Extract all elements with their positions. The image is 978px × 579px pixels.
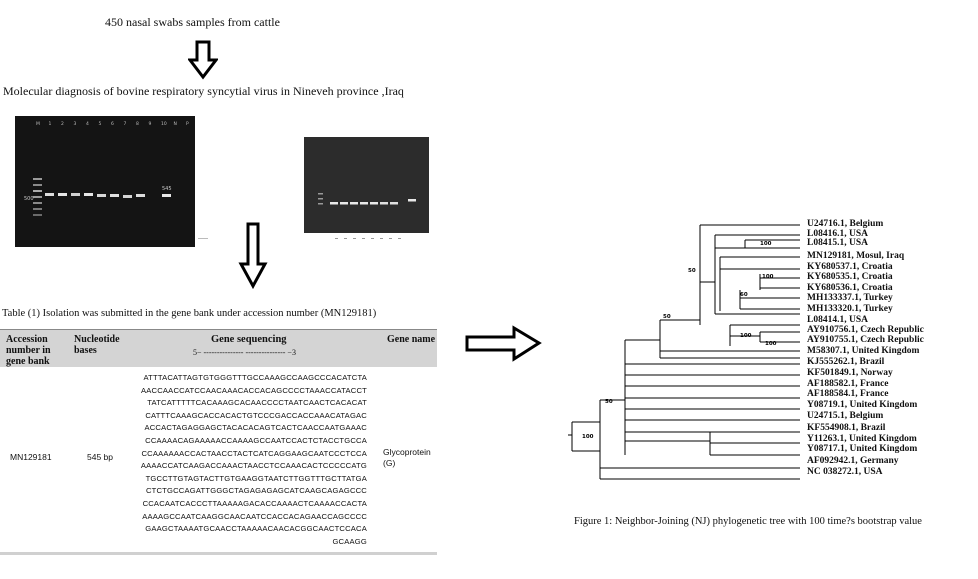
- tree-taxon-label: L08414.1, USA: [807, 315, 868, 325]
- header-sequence-direction: 5− --------------- --------------- −3: [193, 348, 296, 357]
- tree-taxon-label: Y08717.1, United Kingdom: [807, 444, 918, 454]
- sequence-line: TATCATTTTTCACAAAGCACAACCCCTAATCAACTCACAC…: [147, 398, 367, 408]
- samples-text: 450 nasal swabs samples from cattle: [105, 15, 280, 29]
- tree-taxon-label: KF501849.1, Norway: [807, 368, 893, 378]
- sequence-line: CCACAATCACCCTTAAAAAGACACCAAAACTCAAAACCAC…: [142, 498, 367, 508]
- lane-label: 10: [161, 121, 167, 127]
- phylogenetic-tree: 10050100506010010050100100: [568, 224, 800, 480]
- lane-labels: M 1 2 3 4 5 6 7 8 9 10 N P: [36, 121, 189, 127]
- bootstrap-value: 100: [765, 341, 777, 347]
- lane-label: P: [186, 121, 189, 127]
- tree-taxon-label: MN129181, Mosul, Iraq: [807, 251, 905, 261]
- lane-label: 9: [149, 121, 152, 127]
- bootstrap-value: 100: [760, 241, 772, 247]
- bootstrap-value: 100: [582, 434, 594, 440]
- down-arrow-icon: [188, 40, 218, 80]
- sequence-line: ACCACTAGAGGAGCTACACACAGTCACTCAACCAATGAAA…: [144, 423, 367, 433]
- tree-taxon-label: KF554908.1, Brazil: [807, 423, 886, 433]
- sequence-line: CTCTGCCAGATTGGGCTAGAGAGAGCATCAAGCAGAGCCC: [145, 486, 367, 496]
- lane-label: N: [174, 121, 177, 127]
- ladder-bands: [33, 178, 42, 216]
- lane-label: 4: [86, 121, 89, 127]
- scan-speck: [198, 238, 208, 239]
- gene-name-cell: Glycoprotein (G): [383, 447, 431, 468]
- diagnosis-text: Molecular diagnosis of bovine respirator…: [3, 84, 404, 98]
- bootstrap-value: 50: [663, 314, 671, 320]
- sequence-line: GAAGCTAAAATGCAACCTAAAAACAACACGGCAACTCCAC…: [145, 524, 367, 534]
- figure-caption: Figure 1: Neighbor-Joining (NJ) phylogen…: [574, 516, 922, 527]
- gel-2-bands: [318, 193, 416, 205]
- lane-label: 8: [136, 121, 139, 127]
- tree-taxon-label: AF188582.1, France: [807, 379, 889, 389]
- accession-cell: MN129181: [10, 452, 52, 462]
- lane-label: M: [36, 121, 40, 127]
- tree-branches: [568, 224, 800, 480]
- sequence-line: CATTTCAAAGCACCACACTGTCCCGACCACCAAACATAGA…: [145, 410, 367, 420]
- marker-label: 500: [24, 196, 34, 202]
- tree-taxon-label: U24716.1, Belgium: [807, 219, 884, 229]
- tree-taxon-label: MH133320.1, Turkey: [807, 304, 893, 314]
- tree-taxon-label: MH133337.1, Turkey: [807, 293, 893, 303]
- accession-table: Accession number in gene bank Nucleotide…: [0, 329, 437, 555]
- tree-taxon-label: KY680536.1, Croatia: [807, 283, 893, 293]
- header-gene-sequencing: Gene sequencing: [211, 334, 287, 345]
- gel-electrophoresis-image: M 1 2 3 4 5 6 7 8 9 10 N P 500 545: [15, 116, 195, 247]
- tree-taxon-label: AF092942.1, Germany: [807, 456, 899, 466]
- table-body: MN129181 545 bp ATTTACATTAGTGTGGGTTTGCCA…: [0, 367, 437, 555]
- down-arrow-icon: [238, 222, 268, 290]
- sequence-line: AACCAACCATCCAACAAACACCACAGCCCCTAAACCATAC…: [141, 385, 367, 395]
- lane-label: 1: [49, 121, 52, 127]
- sequence-line: GCAAGG: [332, 536, 367, 546]
- bootstrap-value: 100: [740, 333, 752, 339]
- tree-taxon-label: AY910756.1, Czech Republic: [807, 325, 924, 335]
- sequence-line: ATTTACATTAGTGTGGGTTTGCCAAAGCCAAGCCCACATC…: [143, 373, 367, 382]
- tree-taxon-label: M58307.1, United Kingdom: [807, 346, 920, 356]
- sequence-line: CCAAAACAGAAAAACCAAAAGCCAATCCACTCTACCTGCC…: [145, 435, 367, 445]
- lane-label: 7: [124, 121, 127, 127]
- table-header: Accession number in gene bank Nucleotide…: [0, 330, 437, 367]
- bootstrap-value: 60: [740, 292, 748, 298]
- sequence-line: AAAAGCCAATCAAGGCAACAATCCACCACAGAACCAGCCC…: [142, 511, 367, 521]
- tree-taxon-label: Y08719.1, United Kingdom: [807, 400, 918, 410]
- tree-taxon-label: Y11263.1, United Kingdom: [807, 434, 917, 444]
- scan-speck: [335, 238, 405, 239]
- bases-cell: 545 bp: [87, 452, 113, 462]
- tree-taxon-label: AY910755.1, Czech Republic: [807, 335, 924, 345]
- tree-taxon-label: KY680537.1, Croatia: [807, 262, 893, 272]
- band-label: 545: [162, 186, 172, 192]
- tree-taxon-label: U24715.1, Belgium: [807, 411, 884, 421]
- header-gene-name: Gene name: [387, 334, 436, 345]
- bootstrap-value: 50: [688, 268, 696, 274]
- right-arrow-icon: [465, 325, 542, 362]
- tree-taxon-label: NC 038272.1, USA: [807, 467, 883, 477]
- header-accession: Accession number in gene bank: [6, 334, 51, 367]
- table-caption: Table (1) Isolation was submitted in the…: [2, 308, 377, 319]
- bootstrap-value: 50: [605, 399, 613, 405]
- tree-taxon-label: L08416.1, USA: [807, 229, 868, 239]
- tree-taxon-label: KJ555262.1, Brazil: [807, 357, 885, 367]
- gel-electrophoresis-image-2: [304, 137, 429, 233]
- tree-taxon-label: AF188584.1, France: [807, 389, 889, 399]
- sequence-line: CCAAAAAACCACTAACCTACTCATCAGGAAGCAATCCCTC…: [141, 448, 367, 458]
- sequence-line: AAAACCATCAAGACCAAACTAACCTCCAAACACTCCCCCA…: [140, 461, 367, 471]
- lane-label: 6: [111, 121, 114, 127]
- tree-taxon-label: KY680535.1, Croatia: [807, 272, 893, 282]
- sample-bands: [45, 193, 171, 198]
- tree-taxon-label: L08415.1, USA: [807, 238, 868, 248]
- sequence-cell: ATTTACATTAGTGTGGGTTTGCCAAAGCCAAGCCCACATC…: [137, 372, 367, 548]
- gel-1-svg: M 1 2 3 4 5 6 7 8 9 10 N P 500 545: [15, 116, 195, 247]
- sequence-line: TGCCTTGTAGTACTTGTGAAGGTAATCTTGGTTTGCTTAT…: [145, 473, 367, 483]
- bootstrap-values: 10050100506010010050100100: [582, 241, 777, 440]
- lane-label: 2: [61, 121, 64, 127]
- header-nucleotide-bases: Nucleotide bases: [74, 334, 120, 356]
- bootstrap-value: 100: [762, 274, 774, 280]
- lane-label: 5: [99, 121, 102, 127]
- lane-label: 3: [74, 121, 77, 127]
- gel-2-svg: [304, 137, 429, 233]
